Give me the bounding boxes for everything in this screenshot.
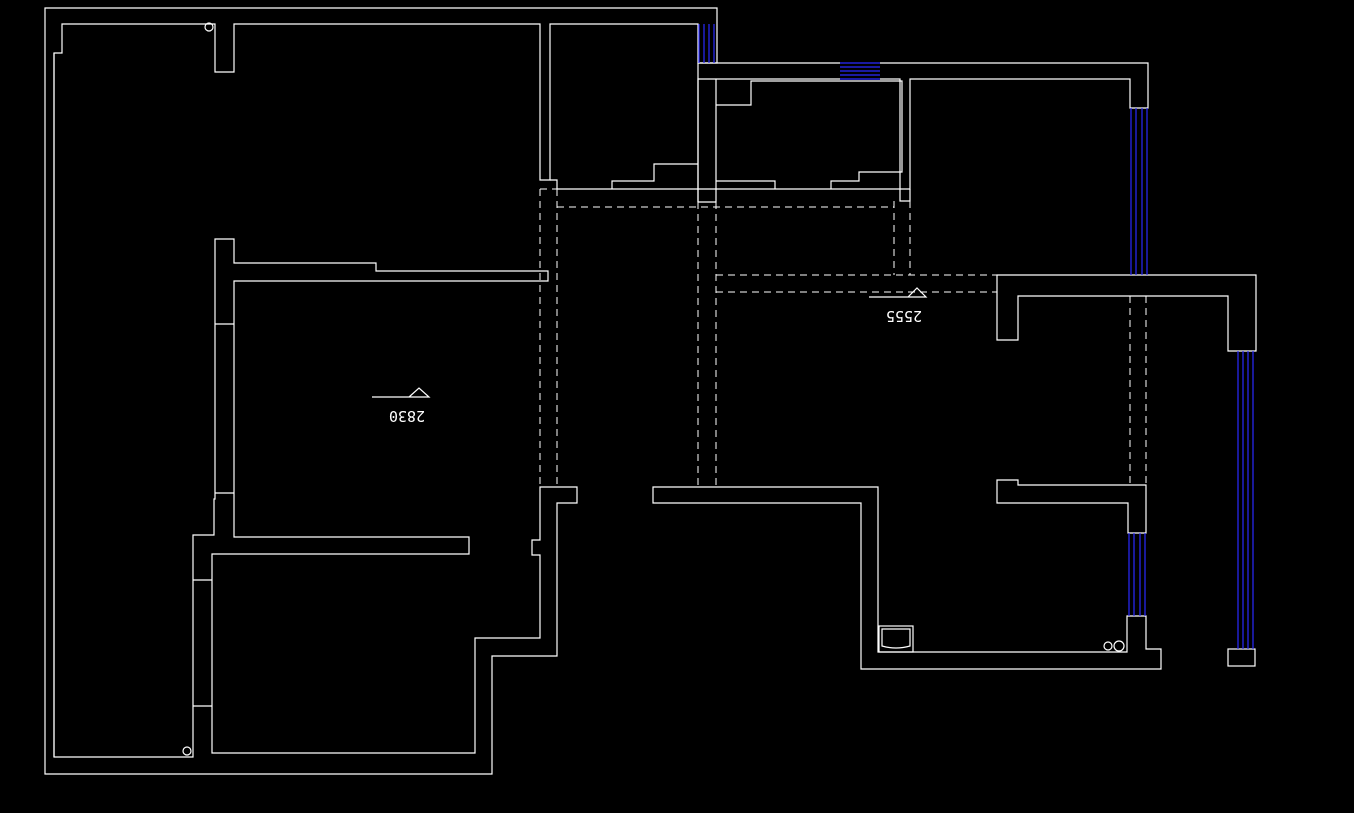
left-wing-walls <box>44 7 718 775</box>
counter-outline <box>550 179 699 202</box>
middle-block-left-stub <box>697 63 717 203</box>
middle-bottom-line <box>716 188 911 202</box>
outer-wall-left-block <box>44 7 718 775</box>
right-wing-walls <box>652 274 1257 670</box>
drain-icon <box>182 746 192 756</box>
middle-inner-outline <box>716 80 903 189</box>
elevation-label: 2555 <box>886 307 922 325</box>
drain-icon <box>204 22 214 32</box>
middle-walls <box>697 62 1149 203</box>
dashed-beam-lines <box>539 188 1147 487</box>
window-top-left <box>698 24 715 63</box>
drain-icon <box>1103 641 1113 651</box>
middle-block-outline <box>697 62 1149 190</box>
middle-inner-shelf <box>716 180 776 189</box>
sink-icon <box>878 625 914 653</box>
elevation-arrow-icon <box>869 287 928 298</box>
window-right-lower <box>1128 533 1146 616</box>
elevation-marker: 2830 <box>372 387 431 425</box>
right-lower-room <box>652 486 1162 670</box>
elevation-arrow-icon <box>372 387 431 398</box>
elevation-marker: 2555 <box>869 287 928 325</box>
sink-icon-basin <box>881 628 911 649</box>
right-partition <box>996 479 1147 534</box>
counter-step <box>611 163 698 189</box>
windows <box>698 24 1254 649</box>
drain-icon <box>1113 640 1125 652</box>
right-column-foot <box>1227 648 1256 667</box>
elevation-label: 2830 <box>389 407 425 425</box>
window-top-middle <box>840 62 880 80</box>
right-upper-wall <box>996 274 1257 352</box>
window-far-right <box>1237 351 1254 649</box>
window-right-upper <box>1130 108 1148 275</box>
